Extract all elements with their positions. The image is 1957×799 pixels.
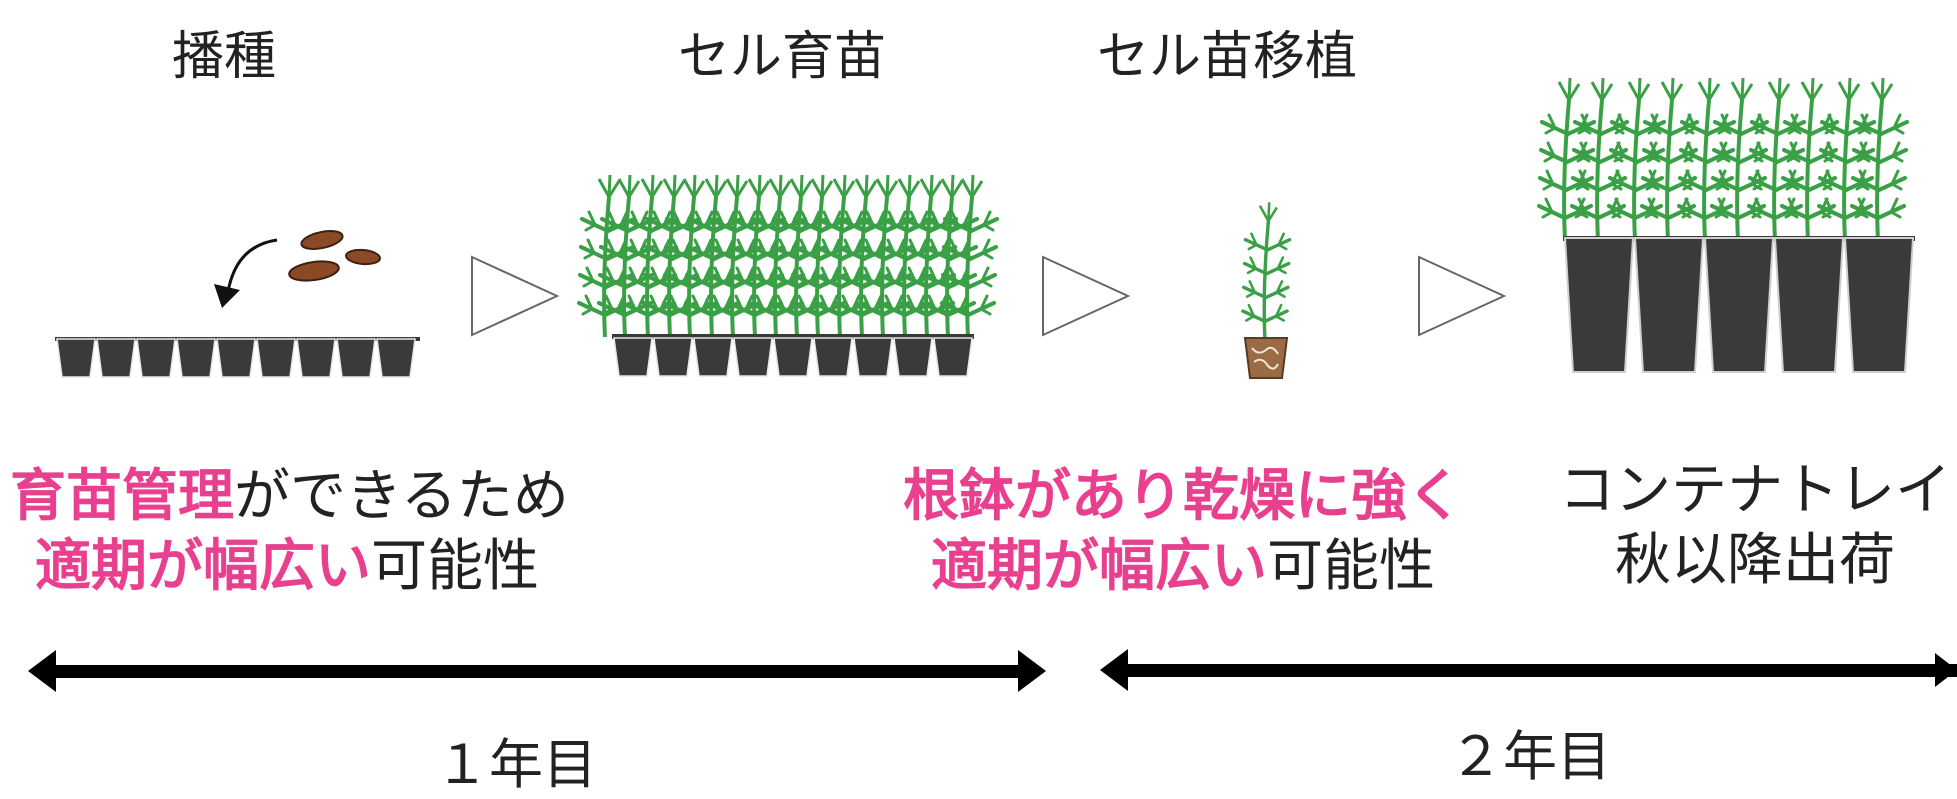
sowing-arrow-icon: [214, 238, 278, 308]
note-left-highlight-1: 育苗管理: [10, 464, 234, 529]
step-arrow-icon-3: [1418, 255, 1507, 337]
note-right: コンテナトレイ 秋以降出荷: [1555, 456, 1955, 596]
year-label-2: ２年目: [1449, 725, 1611, 788]
stage-title-sowing: 播種: [172, 27, 277, 87]
seeds: [288, 230, 381, 282]
container-plants: [1539, 78, 1907, 240]
transplant-plug: [1243, 202, 1290, 379]
timeline-arrow-year2: [1100, 649, 1957, 691]
step-arrow-icon-1: [471, 255, 560, 337]
step-arrow-icon-2: [1042, 255, 1131, 337]
sowing-tray: [55, 337, 420, 378]
note-middle: 根鉢があり乾燥に強く 適期が幅広い可能性: [903, 462, 1463, 602]
seedling-plants: [579, 175, 997, 337]
container-tray: [1539, 78, 1915, 373]
note-left-highlight-2: 適期が幅広い: [35, 534, 371, 599]
note-right-line-2: 秋以降出荷: [1615, 528, 1895, 593]
note-middle-text-2: 可能性: [1267, 534, 1435, 599]
stage-title-cell-raising: セル育苗: [678, 27, 887, 87]
note-left-text-2: 可能性: [371, 534, 539, 599]
note-left-text-1: ができるため: [234, 464, 569, 529]
cell-raising-tray: [579, 175, 997, 377]
year-label-1: １年目: [435, 733, 597, 796]
note-middle-highlight-2: 適期が幅広い: [931, 534, 1267, 599]
note-right-line-1: コンテナトレイ: [1559, 458, 1951, 523]
stage-title-cell-transplant: セル苗移植: [1097, 27, 1358, 87]
timeline-arrow-year1: [28, 650, 1046, 692]
note-left: 育苗管理ができるため 適期が幅広い可能性: [10, 462, 569, 602]
note-middle-highlight-1: 根鉢があり乾燥に強く: [903, 464, 1463, 529]
